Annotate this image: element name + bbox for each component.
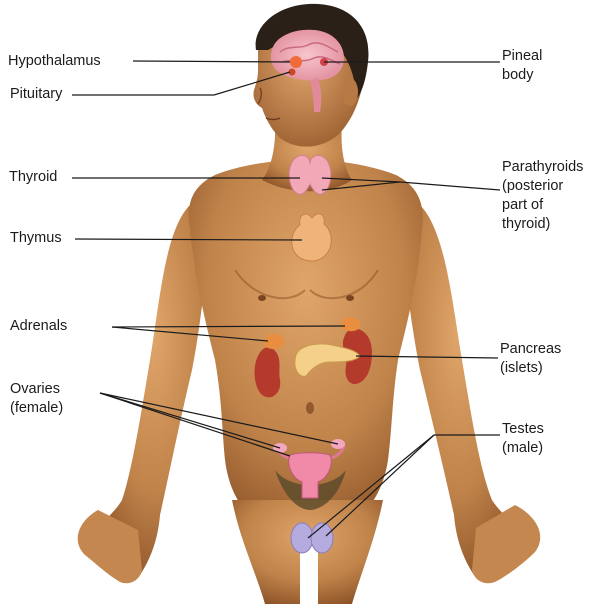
label-pineal-body: Pineal body xyxy=(502,47,542,85)
label-thymus: Thymus xyxy=(10,229,62,248)
label-adrenals: Adrenals xyxy=(10,317,67,336)
label-thyroid: Thyroid xyxy=(9,168,57,187)
brain xyxy=(271,30,344,81)
left-arm xyxy=(78,205,210,583)
label-hypothalamus: Hypothalamus xyxy=(8,52,101,71)
label-ovaries: Ovaries (female) xyxy=(10,380,63,418)
label-pituitary: Pituitary xyxy=(10,85,62,104)
hypothalamus-gland xyxy=(290,56,302,68)
head xyxy=(253,4,368,147)
right-arm xyxy=(400,205,540,583)
label-testes: Testes (male) xyxy=(502,420,544,458)
label-pancreas: Pancreas (islets) xyxy=(500,340,561,378)
label-parathyroids: Parathyroids (posterior part of thyroid) xyxy=(502,158,583,234)
legs xyxy=(232,500,383,604)
